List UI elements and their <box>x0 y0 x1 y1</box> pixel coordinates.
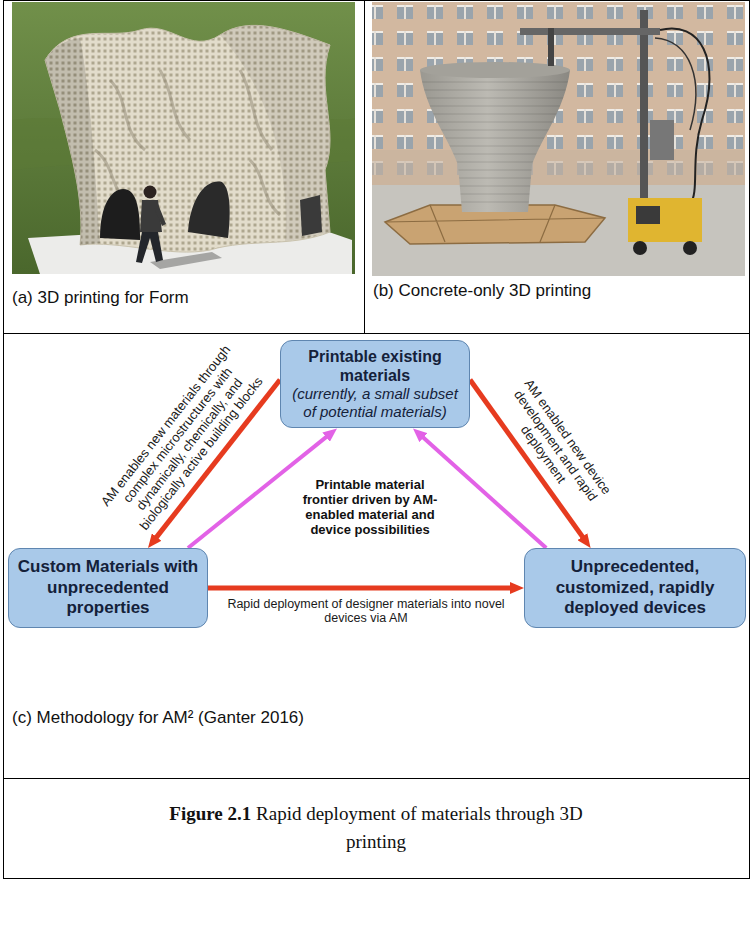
subfigure-caption: (a) 3D printing for Form <box>12 288 357 308</box>
box-heading: Unprecedented, customized, rapidly deplo… <box>533 557 737 618</box>
arrow-label: AM enabled new device development and ra… <box>483 358 627 534</box>
printed-vase <box>420 70 570 212</box>
box-heading: Custom Materials with unprecedented prop… <box>17 557 199 618</box>
pavilion-photo <box>12 2 355 274</box>
box-heading: Printable existing materials <box>289 347 461 385</box>
concrete-printer-photo <box>372 2 745 276</box>
subfigure-caption: (c) Methodology for AM² (Ganter 2016) <box>12 708 512 728</box>
opening <box>100 189 140 240</box>
subfigure-caption: (b) Concrete-only 3D printing <box>373 281 743 301</box>
material-box: Custom Materials with unprecedented prop… <box>8 548 208 628</box>
device-box: Unprecedented, customized, rapidly deplo… <box>524 548 746 628</box>
flow-arrow <box>208 586 514 591</box>
ground <box>372 185 745 276</box>
person <box>136 186 166 264</box>
arrow-label: Rapid deployment of designer materials i… <box>216 596 516 625</box>
printer-robot <box>520 10 710 255</box>
figure-caption: Figure 2.1 Rapid deployment of materials… <box>141 800 611 855</box>
arrow-label: AM enables new materials through complex… <box>97 341 271 539</box>
flow-arrow <box>420 435 546 548</box>
material-box: Printable existing materials(currently, … <box>280 340 470 428</box>
lattice-pavilion <box>45 25 330 252</box>
opening <box>188 182 230 238</box>
frontier-note: Printable material frontier driven by AM… <box>302 478 438 538</box>
box-note: (currently, a small subset of potential … <box>289 385 461 421</box>
grass <box>12 2 355 274</box>
